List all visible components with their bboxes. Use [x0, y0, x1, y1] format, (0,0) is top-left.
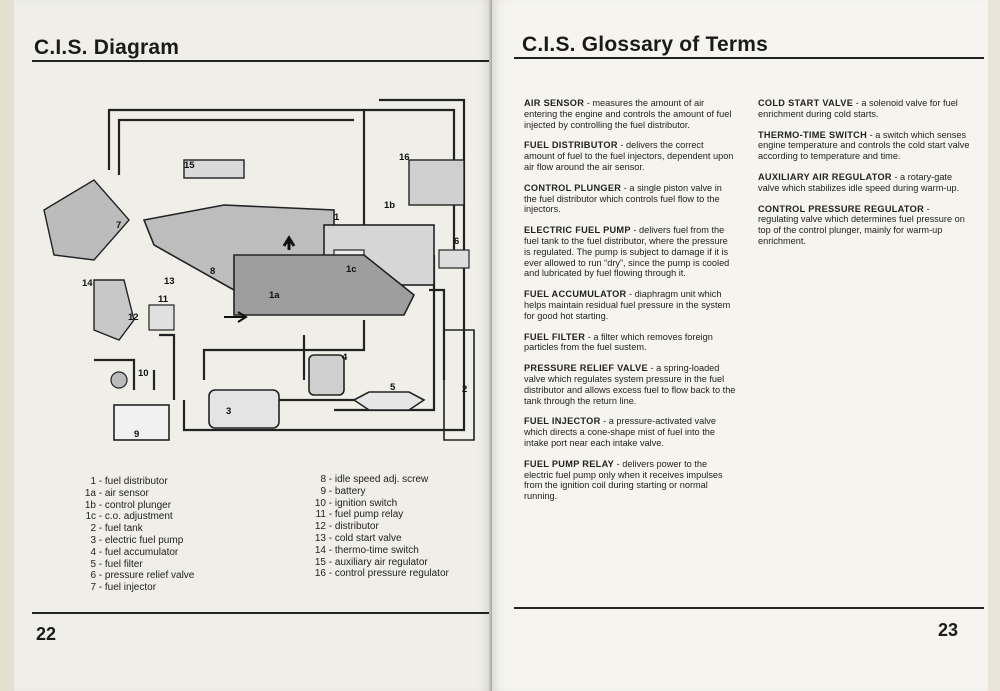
legend-item: 9 - battery	[320, 485, 366, 497]
diagram-label: 3	[226, 406, 231, 417]
page-number: 23	[937, 620, 958, 640]
cis-diagram: 15 16 1 1b 6 7 8 14 13 1a 1c 11 12 10 9 …	[43, 98, 475, 441]
legend-item: 1c - c.o. adjustment	[85, 511, 173, 523]
diagram-label: 8	[210, 266, 215, 277]
legend-item: 14 - thermo-time switch	[314, 544, 419, 556]
diagram-label: 7	[116, 220, 121, 231]
header-rule	[32, 60, 492, 62]
right-page: C.I.S. Glossary of Terms AIR SENSOR - me…	[492, 0, 988, 691]
legend-item: 1a - air sensor	[84, 487, 149, 499]
book-edge	[0, 0, 16, 691]
diagram-label: 14	[82, 278, 93, 289]
diagram-label: 12	[128, 312, 139, 323]
diagram-label: 15	[184, 160, 195, 171]
glossary-column-2: COLD START VALVE - a solenoid valve for …	[758, 98, 970, 257]
diagram-label: 1c	[346, 264, 357, 275]
legend-item: 16 - control pressure regulator	[314, 568, 449, 580]
legend-item: 1b - control plunger	[84, 499, 172, 511]
diagram-label: 16	[399, 152, 410, 163]
diagram-label: 9	[134, 429, 139, 440]
legend-item: 4 - fuel accumulator	[90, 546, 179, 558]
glossary-entry: FUEL ACCUMULATOR - diaphragm unit which …	[524, 289, 731, 321]
legend-item: 6 - pressure relief valve	[90, 570, 195, 582]
glossary-entry: FUEL DISTRIBUTOR - delivers the correct …	[524, 140, 734, 172]
diagram-label: 11	[158, 294, 169, 305]
legend-item: 1 - fuel distributor	[90, 476, 168, 487]
glossary-column-1: AIR SENSOR - measures the amount of air …	[524, 98, 736, 512]
legend-item: 12 - distributor	[314, 521, 379, 533]
glossary-entry: COLD START VALVE - a solenoid valve for …	[758, 98, 958, 119]
diagram-label: 6	[454, 236, 459, 247]
legend-column-2: 8 - idle speed adj. screw 9 - battery 10…	[304, 474, 449, 580]
legend-item: 10 - ignition switch	[314, 497, 398, 509]
diagram-label: 1b	[384, 200, 395, 211]
diagram-label: 4	[342, 352, 348, 363]
glossary-entry: PRESSURE RELIEF VALVE - a spring-loaded …	[524, 363, 736, 406]
legend-item: 5 - fuel filter	[90, 558, 143, 570]
page-title: C.I.S. Glossary of Terms	[522, 33, 768, 56]
glossary-entry: FUEL FILTER - a filter which removes for…	[524, 331, 713, 353]
glossary-entry: AIR SENSOR - measures the amount of air …	[524, 98, 732, 130]
left-page: C.I.S. Diagram	[14, 0, 492, 691]
footer-rule	[514, 607, 984, 609]
legend-column-1: 1 - fuel distributor 1a - air sensor 1b …	[74, 476, 195, 594]
glossary-entry: ELECTRIC FUEL PUMP - delivers fuel from …	[524, 225, 730, 279]
header-rule	[514, 57, 984, 59]
legend-item: 2 - fuel tank	[90, 523, 143, 535]
legend-item: 15 - auxiliary air regulator	[314, 556, 428, 568]
legend-item: 7 - fuel injector	[90, 582, 157, 594]
page-number: 22	[36, 624, 57, 644]
footer-rule	[32, 612, 492, 614]
diagram-label: 5	[390, 382, 396, 393]
legend-item: 3 - electric fuel pump	[90, 534, 184, 546]
diagram-label: 13	[164, 276, 175, 287]
legend-item: 8 - idle speed adj. screw	[320, 474, 429, 485]
glossary-entry: FUEL INJECTOR - a pressure-activated val…	[524, 416, 716, 448]
diagram-label: 1	[334, 212, 340, 223]
glossary-entry: CONTROL PRESSURE REGULATOR - regulating …	[758, 203, 965, 246]
diagram-label: 10	[138, 368, 149, 379]
page-title: C.I.S. Diagram	[34, 36, 180, 59]
legend-item: 13 - cold start valve	[314, 532, 402, 544]
glossary-entry: THERMO-TIME SWITCH - a switch which sens…	[758, 129, 970, 162]
diagram-label: 2	[462, 384, 467, 395]
glossary-entry: CONTROL PLUNGER - a single piston valve …	[524, 182, 722, 215]
legend-item: 11 - fuel pump relay	[315, 509, 404, 521]
diagram-label: 1a	[269, 290, 280, 301]
glossary-entry: AUXILIARY AIR REGULATOR - a rotary-gate …	[758, 171, 960, 193]
glossary-entry: FUEL PUMP RELAY - delivers power to the …	[524, 458, 723, 502]
